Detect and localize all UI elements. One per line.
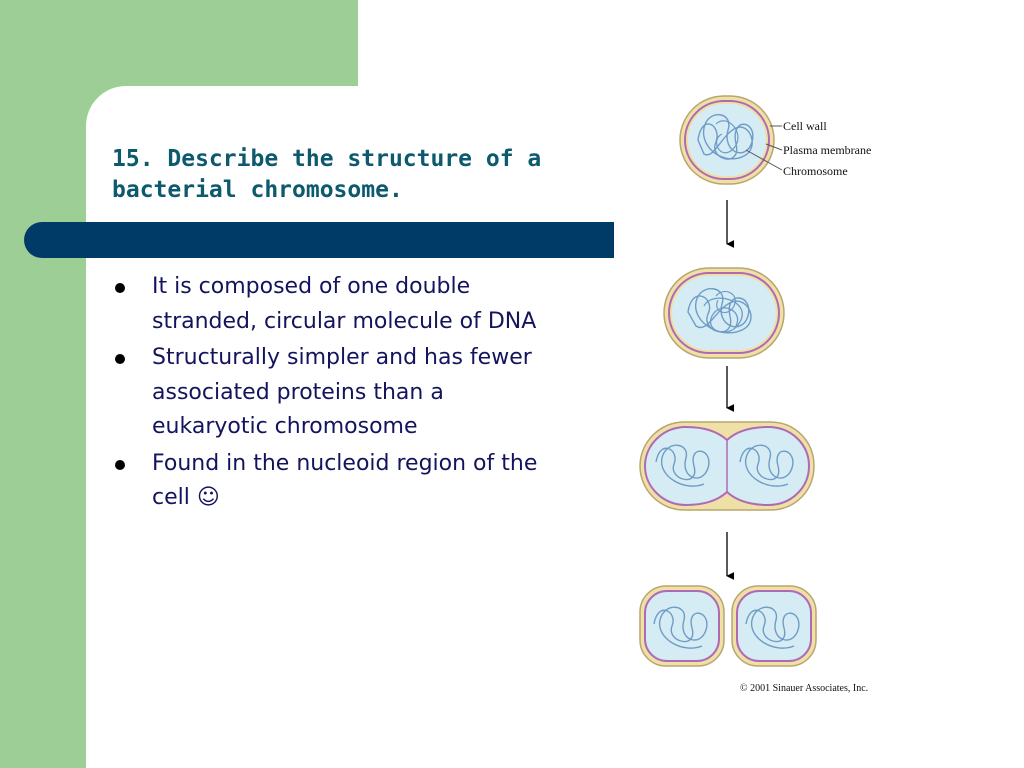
slide-title: 15. Describe the structure of a bacteria… [112, 146, 542, 203]
figure-leader-lines [745, 125, 783, 171]
figure-copyright: © 2001 Sinauer Associates, Inc. [740, 683, 868, 694]
cell-stage-1 [679, 95, 775, 185]
label-cell-wall: Cell wall [783, 119, 827, 133]
bullet-dot-icon [115, 354, 125, 364]
bullet-text: Structurally simpler and has fewer assoc… [152, 345, 532, 439]
title-divider-bar [24, 222, 614, 258]
cell-stage-2 [663, 267, 785, 359]
bullet-item: It is composed of one double stranded, c… [112, 270, 542, 339]
bullet-dot-icon [115, 283, 125, 293]
bullet-text: It is composed of one double stranded, c… [152, 274, 537, 334]
label-plasma-membrane: Plasma membrane [783, 143, 871, 157]
chromosome-loop [655, 444, 710, 487]
white-content-panel [86, 86, 1024, 768]
bacterial-division-figure: Cell wall Plasma membrane Chromosome © 2… [639, 95, 871, 694]
chromosome-loop [745, 606, 800, 649]
cell-stage-4 [639, 585, 817, 667]
bullet-dot-icon [115, 459, 125, 470]
cell-stage-3 [639, 421, 815, 511]
bullet-item: Structurally simpler and has fewer assoc… [112, 341, 542, 445]
chromosome-loop [687, 287, 752, 334]
label-chromosome: Chromosome [783, 164, 848, 178]
bullet-text: Found in the nucleoid region of the cell… [152, 450, 538, 511]
chromosome-loop [697, 113, 754, 160]
bullet-list: It is composed of one double stranded, c… [112, 270, 542, 518]
bullet-item: Found in the nucleoid region of the cell… [112, 447, 542, 516]
chromosome-loop [739, 444, 794, 487]
chromosome-loop [653, 606, 708, 649]
